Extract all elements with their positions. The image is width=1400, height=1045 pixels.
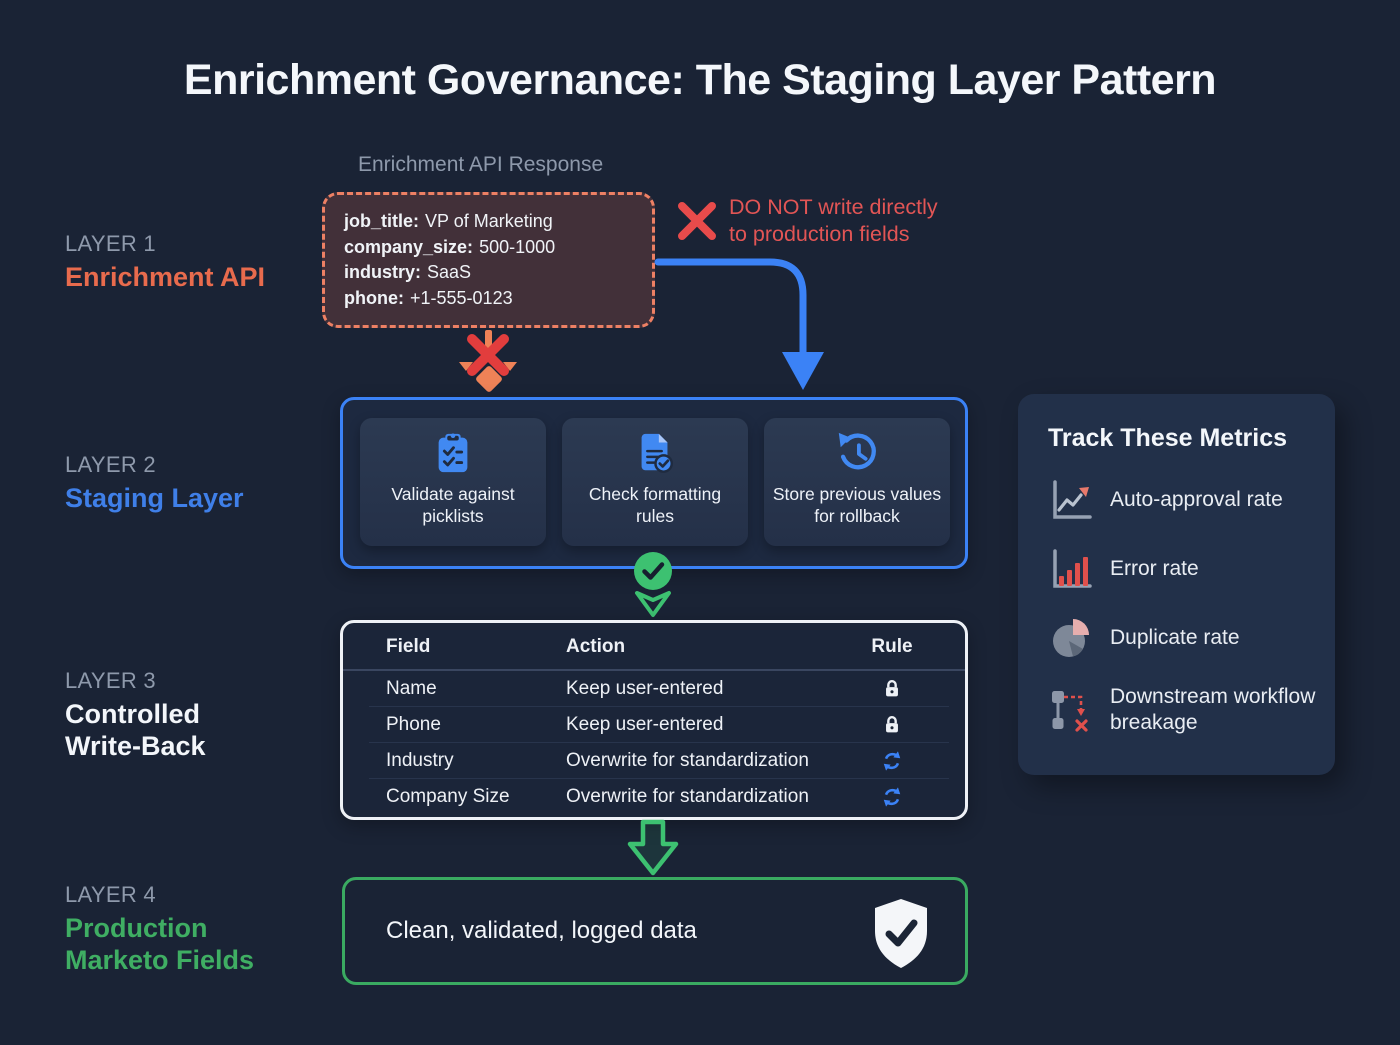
- layer3-name: Controlled Write-Back: [65, 699, 206, 762]
- warning-text: DO NOT write directly to production fiel…: [729, 195, 938, 246]
- history-rollback-icon: [838, 432, 876, 470]
- metrics-title: Track These Metrics: [1048, 424, 1288, 452]
- table-row: Company Size Overwrite for standardizati…: [343, 779, 965, 814]
- sync-icon: [883, 786, 901, 807]
- check-circle-icon: [634, 552, 672, 590]
- page-title: Enrichment Governance: The Staging Layer…: [183, 56, 1217, 104]
- header-field: Field: [386, 636, 431, 657]
- workflow-breakage-icon: [1052, 691, 1088, 732]
- staging-card-label: Store previous values for rollback: [772, 484, 942, 526]
- metric-label: Error rate: [1110, 556, 1199, 580]
- lock-icon: [886, 679, 898, 696]
- staging-card-label: Check formatting rules: [588, 484, 722, 526]
- cross-icon: [678, 202, 716, 240]
- shield-check-icon: [875, 899, 927, 968]
- metric-auto-approval: Auto-approval rate: [1048, 477, 1317, 523]
- sync-icon: [883, 750, 901, 771]
- line-chart-icon: [1053, 480, 1092, 519]
- table-row: Name Keep user-entered: [343, 671, 965, 706]
- metric-label: Duplicate rate: [1110, 625, 1240, 649]
- blocked-path-line: [485, 330, 492, 356]
- layer4-name: Production Marketo Fields: [65, 913, 255, 976]
- bar-chart-icon: [1053, 549, 1092, 588]
- blocked-cross-icon: [467, 334, 509, 376]
- metric-error-rate: Error rate: [1048, 546, 1317, 592]
- layer1-label: LAYER 1: [65, 231, 156, 256]
- api-response-title: Enrichment API Response: [358, 153, 604, 176]
- blue-elbow-arrow: [654, 258, 824, 390]
- blocked-arrow-flank-left: [459, 362, 473, 371]
- staging-card-formatting: Check formatting rules: [562, 418, 748, 546]
- metrics-panel: Track These Metrics Auto-approval rate: [1018, 394, 1335, 775]
- table-row: Phone Keep user-entered: [343, 707, 965, 742]
- document-check-icon: [641, 433, 674, 473]
- write-back-table: Field Action Rule Name Keep user-entered…: [340, 620, 968, 820]
- layer3-label-block: LAYER 3 Controlled Write-Back: [65, 668, 265, 763]
- layer2-name: Staging Layer: [65, 483, 244, 513]
- staging-card-validate: Validate against picklists: [360, 418, 546, 546]
- layer3-label: LAYER 3: [65, 668, 156, 693]
- layer1-name: Enrichment API: [65, 262, 266, 292]
- layer2-label-block: LAYER 2 Staging Layer: [65, 452, 305, 514]
- green-chevron-down-icon: [635, 591, 671, 617]
- header-action: Action: [566, 636, 626, 657]
- production-box: Clean, validated, logged data: [342, 877, 968, 985]
- metric-label: Auto-approval rate: [1110, 487, 1283, 511]
- layer2-label: LAYER 2: [65, 452, 156, 477]
- green-block-arrow: [627, 819, 679, 876]
- table-row: Industry Overwrite for standardization: [343, 743, 965, 778]
- header-rule: Rule: [871, 636, 913, 657]
- api-response-box: job_title:VP of Marketing company_size:5…: [322, 192, 655, 328]
- staging-card-label: Validate against picklists: [391, 484, 515, 526]
- metric-duplicate-rate: Duplicate rate: [1048, 615, 1317, 661]
- layer1-label-block: LAYER 1 Enrichment API: [65, 231, 305, 293]
- clipboard-checklist-icon: [438, 433, 468, 473]
- production-text: Clean, validated, logged data: [386, 917, 697, 944]
- pie-chart-icon: [1053, 619, 1089, 657]
- metric-label: Downstream workflow breakage: [1110, 685, 1316, 735]
- metric-workflow-breakage: Downstream workflow breakage: [1048, 684, 1317, 737]
- layer4-label-block: LAYER 4 Production Marketo Fields: [65, 882, 275, 977]
- api-field-job-title: job_title:VP of Marketing: [344, 211, 553, 231]
- layer4-label: LAYER 4: [65, 882, 156, 907]
- table-header-row: Field Action Rule: [343, 625, 965, 671]
- api-field-phone: phone:+1-555-0123: [344, 287, 513, 308]
- lock-icon: [886, 715, 898, 732]
- blocked-arrow-flank-right: [503, 362, 517, 371]
- staging-card-rollback: Store previous values for rollback: [764, 418, 950, 546]
- api-field-company-size: company_size:500-1000: [344, 236, 556, 257]
- api-field-industry: industry:SaaS: [344, 262, 472, 282]
